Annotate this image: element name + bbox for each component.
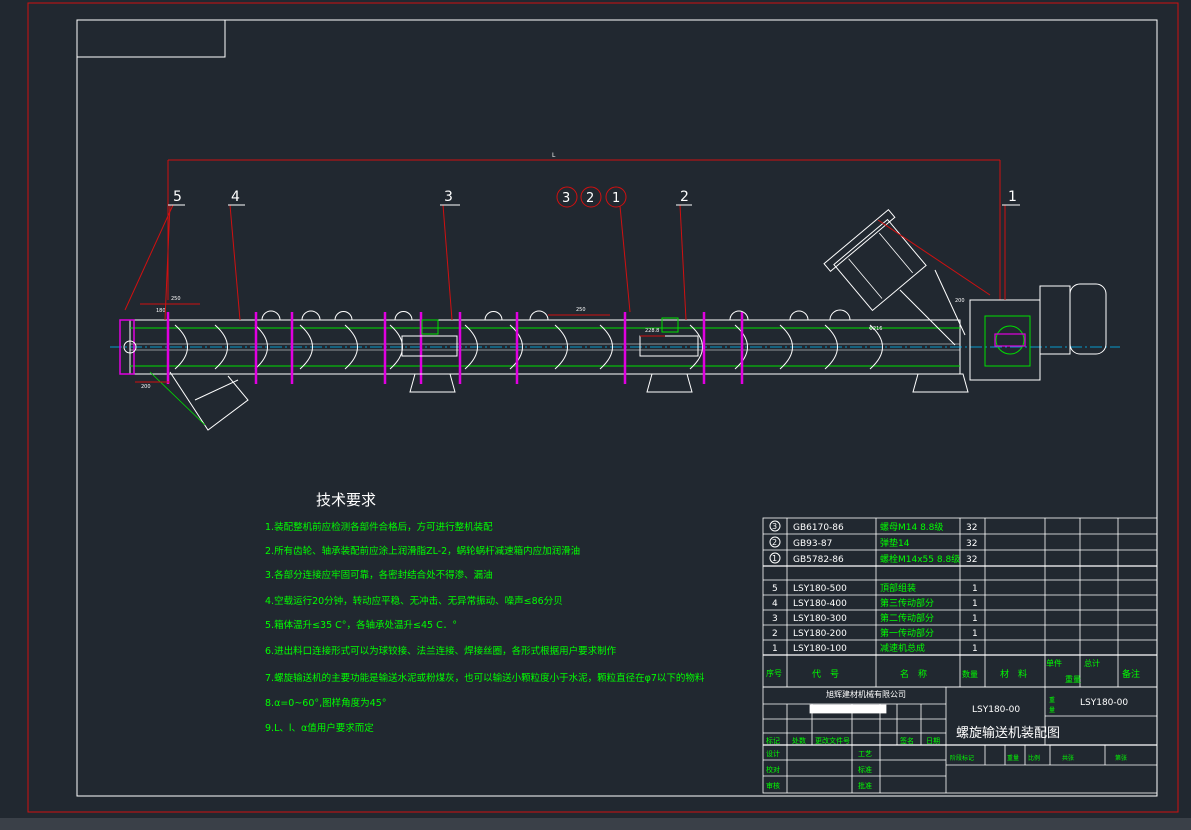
bom-rows: 3 GB6170-86 螺母M14 8.8级 32 2 GB93-87 弹垫14…	[766, 520, 1140, 684]
drawing-number: LSY180-00	[972, 705, 1020, 715]
outer-border	[27, 2, 1179, 813]
requirement-3: 3.各部分连接应牢固可靠，各密封结合处不得渗、漏油	[265, 569, 493, 581]
bom-row-no: 2	[772, 629, 778, 639]
row-label-mark: 标记	[766, 736, 780, 745]
balloon-2: 2	[680, 189, 689, 205]
status-bar	[0, 818, 1191, 830]
balloon-3: 3	[444, 189, 453, 205]
bom-row-code: GB5782-86	[793, 555, 844, 565]
bom-row-no: 2	[772, 538, 777, 547]
bom-row-qty: 1	[972, 644, 978, 654]
dim-d7: Φ216	[869, 326, 882, 332]
bom-row-name: 减速机总成	[880, 642, 925, 654]
bom-row-name: 頂部组装	[880, 582, 916, 594]
row-label-count: 处数	[792, 736, 806, 745]
bom-row-qty: 1	[972, 584, 978, 594]
requirement-7: 7.螺旋输送机的主要功能是输送水泥或粉煤灰，也可以输送小颗粒度小于水泥，颗粒直径…	[265, 672, 705, 684]
dim-overall-label: L	[552, 152, 556, 159]
bom-row-name: 螺母M14 8.8级	[880, 521, 943, 533]
bom-row-qty: 32	[966, 555, 977, 565]
dim-d2: 180	[156, 308, 166, 314]
balloon-4: 4	[231, 189, 240, 205]
bom-row-qty: 32	[966, 523, 977, 533]
bom-header-unit: 单件	[1046, 658, 1062, 668]
sign-standard: 标准	[858, 765, 872, 774]
stage-weight: 重量	[1007, 754, 1019, 762]
sign-check: 校对	[766, 765, 780, 774]
bom-row-qty: 1	[972, 629, 978, 639]
stage-mark: 阶段标记	[950, 754, 974, 762]
sign-review: 审核	[766, 781, 780, 790]
technical-requirements: 技术要求 1.装配整机前应检测各部件合格后，方可进行整机装配 2.所有齿轮、轴承…	[265, 491, 705, 734]
title-block-text: 旭辉建材机械有限公司 LSY180-00 LSY180-00 螺旋输送机装配图 …	[766, 689, 1128, 790]
row-label-date: 日期	[926, 737, 940, 745]
requirement-1: 1.装配整机前应检测各部件合格后，方可进行整机装配	[265, 521, 493, 533]
bom-row-name: 第二传动部分	[880, 612, 934, 624]
bom-row-qty: 1	[972, 599, 978, 609]
bom-row-code: LSY180-300	[793, 614, 847, 624]
sign-process: 工艺	[858, 750, 872, 758]
dim-d4: 250	[576, 307, 586, 313]
bom-row-code: LSY180-400	[793, 599, 847, 609]
bom-header-name: 名 称	[900, 668, 927, 680]
bom-row-code: LSY180-200	[793, 629, 847, 639]
row-label-sign: 签名	[900, 736, 914, 745]
bom-row-qty: 1	[972, 614, 978, 624]
bom-row-code: GB93-87	[793, 539, 832, 549]
conveyor-assembly: L	[110, 152, 1120, 431]
balloon-circled-3: 3	[562, 191, 570, 206]
side-label-1: 重	[1049, 696, 1055, 704]
stage-sheet-no: 第张	[1115, 754, 1127, 762]
dim-d5: 228.8	[645, 328, 659, 334]
stage-scale: 比例	[1028, 754, 1040, 762]
drawing-title: 螺旋输送机装配图	[956, 725, 1060, 741]
bom-header-code: 代 号	[812, 669, 839, 680]
sign-approve: 批准	[858, 781, 872, 790]
bom-header-total: 总计	[1084, 658, 1100, 668]
bom-header-material: 材 料	[1000, 668, 1027, 680]
inner-border	[76, 19, 1158, 797]
bom-row-code: LSY180-100	[793, 644, 847, 654]
requirement-2: 2.所有齿轮、轴承装配前应涂上润滑脂ZL-2，蜗轮蜗杆减速箱内应加润滑油	[265, 545, 580, 557]
bom-row-no: 1	[772, 644, 778, 654]
stage-total-sheets: 共张	[1062, 754, 1074, 762]
row-label-file: 更改文件号	[815, 736, 850, 745]
requirement-6: 6.进出料口连接形式可以为球铰接、法兰连接、焊接丝圈，各形式根据用户要求制作	[265, 645, 617, 657]
bom-row-name: 螺栓M14x55 8.8级	[880, 553, 960, 565]
bom-row-name: 第三传动部分	[880, 597, 934, 609]
bom-row-no: 3	[772, 614, 778, 624]
balloon-5: 5	[173, 189, 182, 205]
corner-box	[77, 20, 226, 58]
dim-d3: 200	[141, 384, 151, 390]
requirement-9: 9.L、l、α值用户要求而定	[265, 722, 374, 734]
bom-header-qty: 数量	[962, 669, 978, 679]
bom-row-no: 1	[772, 554, 777, 563]
requirements-title: 技术要求	[316, 491, 376, 509]
dim-d6: 200	[955, 298, 965, 304]
sign-design: 设计	[766, 749, 780, 758]
bom-row-code: LSY180-500	[793, 584, 847, 594]
balloon-circled-2: 2	[586, 191, 594, 206]
requirement-8: 8.α=0~60°,图样角度为45°	[265, 697, 387, 709]
dim-d1: 250	[171, 296, 181, 302]
bom-header-note: 备注	[1122, 668, 1140, 680]
bom-header-weight: 重量	[1065, 674, 1081, 684]
balloon-1: 1	[1008, 189, 1017, 205]
bom-row-qty: 32	[966, 539, 977, 549]
bom-row-no: 3	[772, 522, 777, 531]
side-label-2: 量	[1049, 707, 1055, 714]
bom-header-no: 序号	[766, 668, 782, 678]
drawing-number-right: LSY180-00	[1080, 698, 1128, 708]
title-block	[762, 686, 1158, 794]
requirement-4: 4.空载运行20分钟，转动应平稳、无冲击、无异常振动、噪声≤86分贝	[265, 595, 563, 607]
requirement-5: 5.箱体温升≤35 C°，各轴承处温升≤45 C．°	[265, 619, 457, 631]
bom-row-no: 4	[772, 599, 778, 609]
company-name: 旭辉建材机械有限公司	[826, 689, 906, 699]
bom-row-name: 第一传动部分	[880, 627, 934, 639]
bom-row-name: 弹垫14	[880, 537, 910, 549]
balloon-circled-1: 1	[612, 191, 620, 206]
bom-row-no: 5	[772, 584, 778, 594]
bom-row-code: GB6170-86	[793, 523, 844, 533]
